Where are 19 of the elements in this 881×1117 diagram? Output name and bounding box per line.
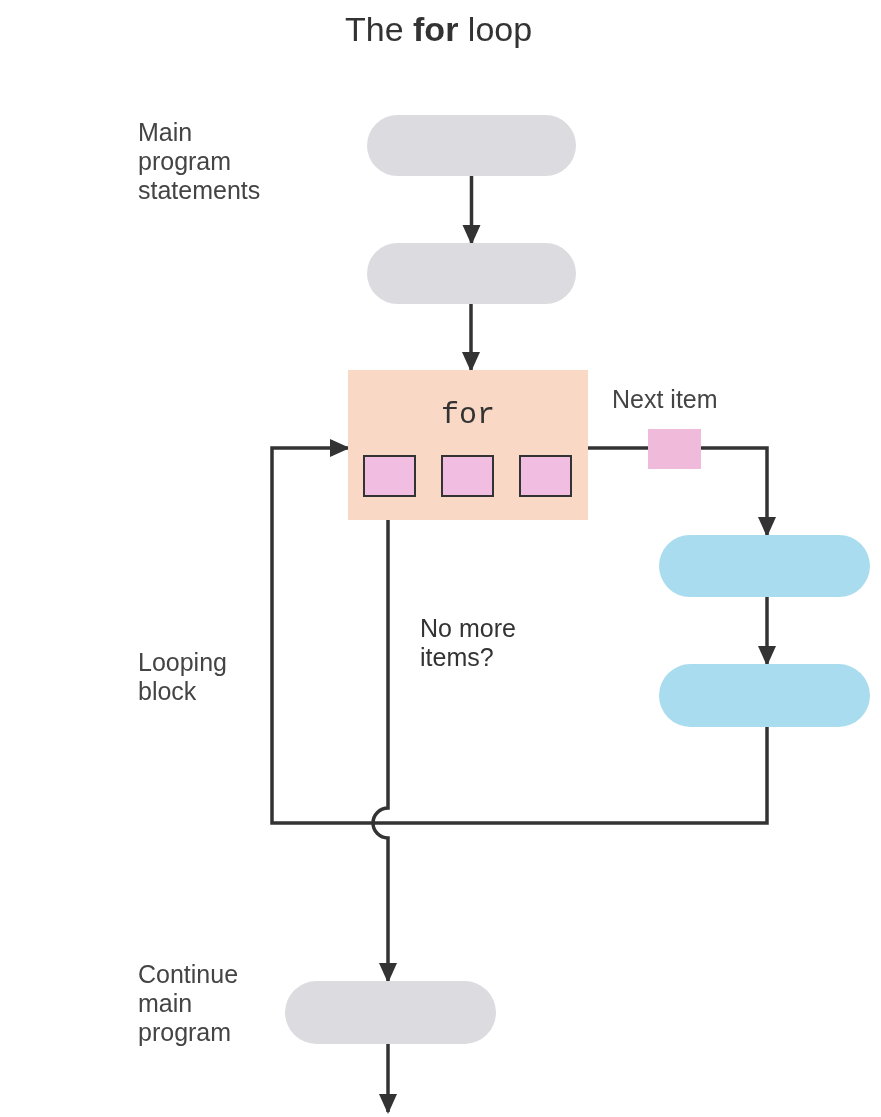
arrow: [462, 304, 480, 372]
diagram-title: The for loop: [345, 10, 533, 49]
item-square: [363, 455, 416, 497]
section-label: Main program statements: [138, 118, 262, 205]
current-item-square: [648, 429, 701, 469]
node-caption: Next item: [612, 385, 718, 414]
item-square: [519, 455, 572, 497]
keyword-text: for: [440, 398, 496, 432]
arrow: [701, 446, 776, 537]
connector-line: [588, 446, 648, 450]
arrow: [379, 1044, 397, 1114]
section-label: Continue main program: [138, 960, 240, 1047]
arrow: [270, 439, 769, 825]
arrow: [758, 597, 776, 666]
loop-box: [348, 370, 588, 520]
arrow: [462, 176, 481, 245]
arrow: [371, 520, 397, 983]
section-label: Looping block: [138, 648, 228, 706]
item-square: [441, 455, 494, 497]
